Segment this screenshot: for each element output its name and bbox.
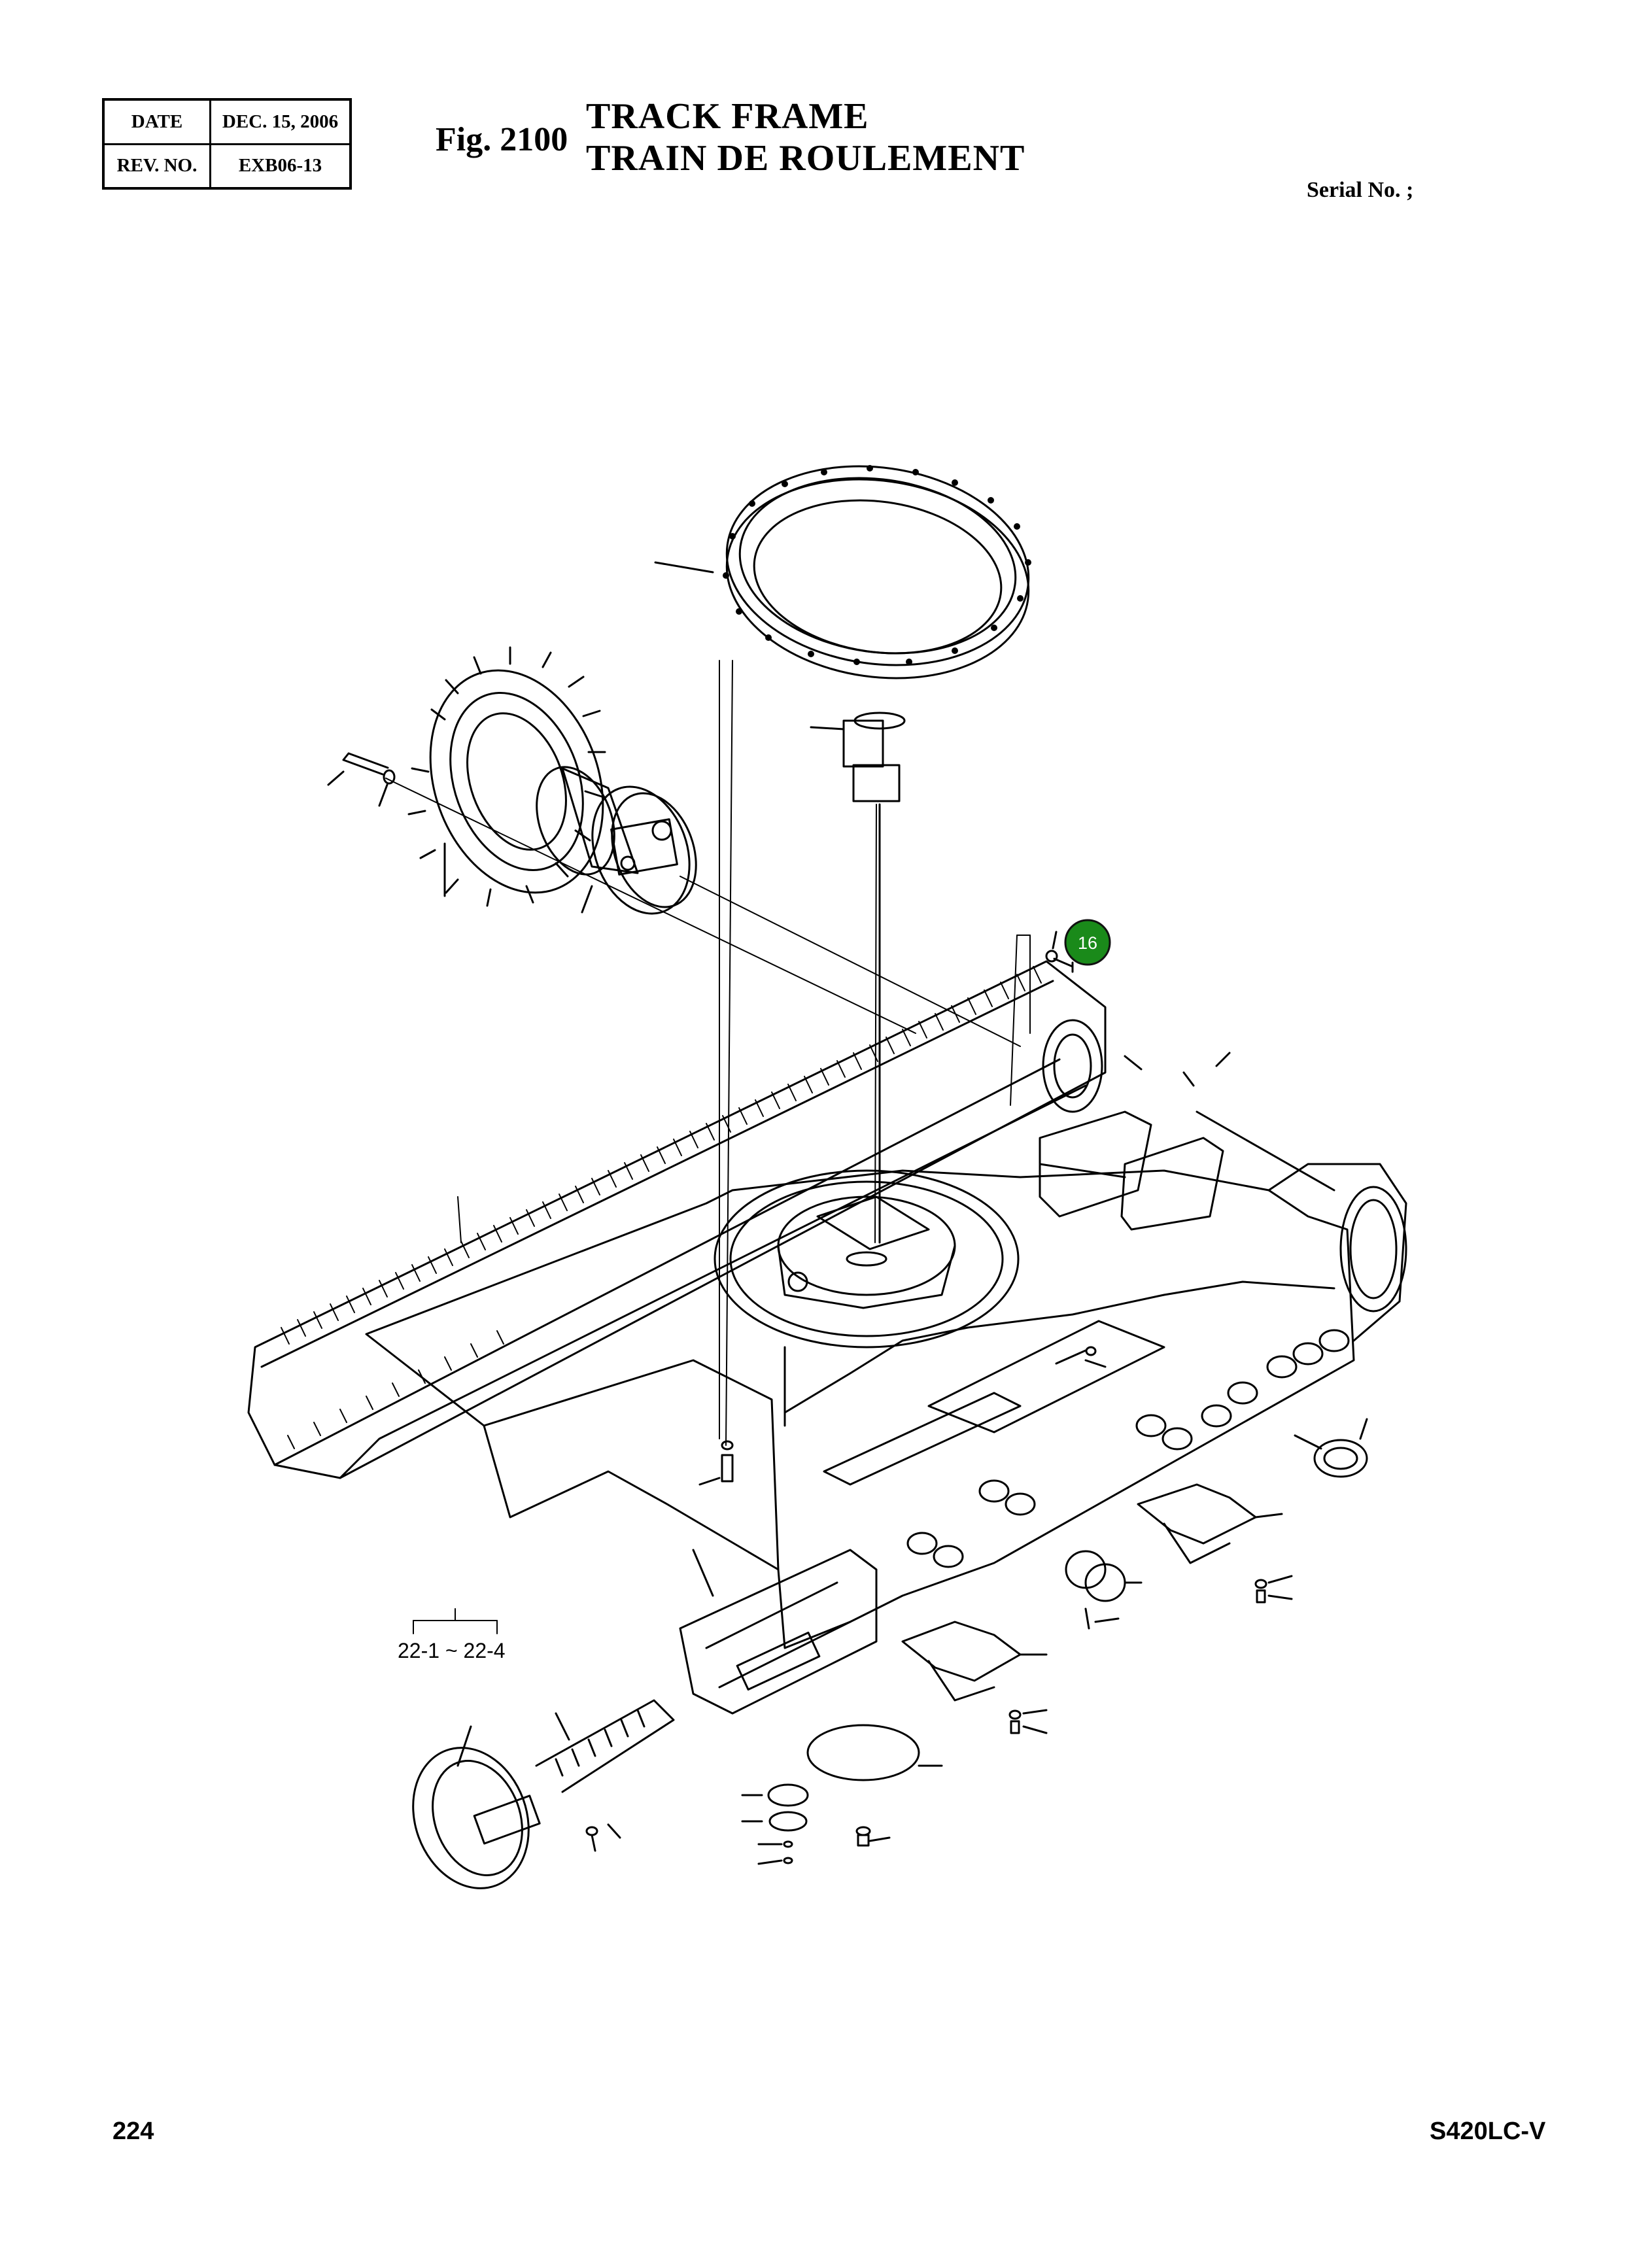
callout-balloon-16[interactable]: 16 [1064, 919, 1111, 966]
grease-flanges [741, 1783, 809, 1865]
callout-16-label: 16 [1078, 933, 1097, 953]
center-bolts [698, 1346, 1107, 1486]
title-english: TRACK FRAME [586, 96, 869, 137]
ring-bolt-holes [723, 465, 1031, 665]
swing-bearing-ring [654, 465, 1030, 679]
rev-value: EXB06-13 [209, 143, 352, 190]
carbody-ring [714, 1169, 1020, 1427]
revision-table: DATE DEC. 15, 2006 REV. NO. EXB06-13 [102, 98, 352, 190]
lower-frame [365, 1110, 1407, 1649]
roller-guards [901, 1483, 1283, 1702]
carrier-roller [1294, 1418, 1368, 1478]
center-swivel-joint [810, 712, 906, 1244]
cover-plates [1039, 1019, 1231, 1231]
figure-number: Fig. 2100 [436, 121, 568, 158]
rev-label: REV. NO. [102, 143, 211, 190]
track-chain [247, 960, 1107, 1479]
callout-range-22: 22-1 ~ 22-4 [398, 1639, 506, 1662]
recoil-housing [679, 1549, 878, 1715]
range-bracket [413, 1608, 498, 1634]
serial-number-label: Serial No. ; [1307, 178, 1414, 202]
model-number: S420LC-V [1430, 2118, 1546, 2145]
inspection-cover [806, 1724, 943, 1847]
idler-assembly [412, 1699, 675, 1889]
explode-leader-lines [385, 660, 1031, 1446]
small-bolts [1008, 1575, 1293, 1734]
track-rollers [906, 1329, 1350, 1568]
lower-roller-single [1065, 1550, 1143, 1630]
page-number: 224 [112, 2118, 154, 2145]
date-label: DATE [102, 98, 211, 145]
track-shoe-grousers [281, 966, 1042, 1449]
title-french: TRAIN DE ROULEMENT [586, 138, 1025, 179]
bolt-16 [1045, 931, 1074, 973]
date-value: DEC. 15, 2006 [209, 98, 352, 145]
drive-sprocket [327, 646, 606, 907]
